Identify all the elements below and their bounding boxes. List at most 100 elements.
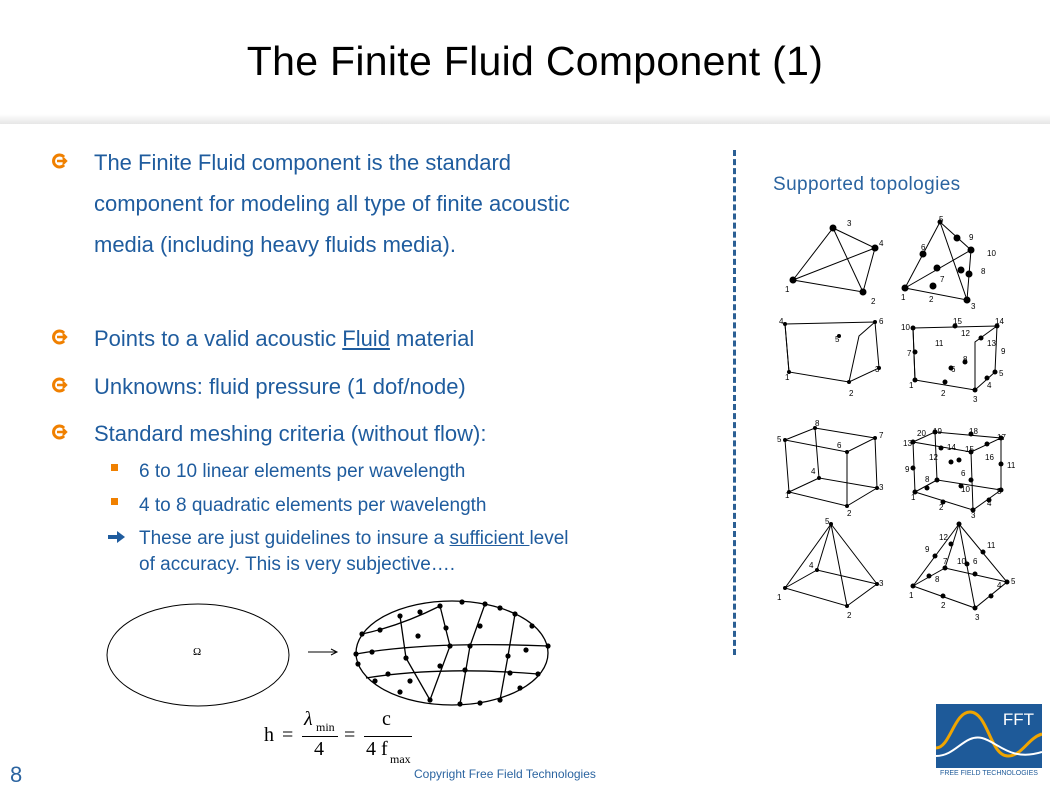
- copyright-text: Copyright Free Field Technologies: [414, 767, 596, 781]
- svg-text:11: 11: [935, 339, 944, 348]
- svg-text:6: 6: [879, 317, 884, 326]
- topologies-title: Supported topologies: [773, 174, 961, 195]
- sufficient-link[interactable]: sufficient: [449, 528, 530, 549]
- svg-text:4: 4: [987, 499, 992, 508]
- bullet-text-line: component for modeling all type of finit…: [94, 191, 570, 216]
- transform-arrow-icon: [330, 648, 339, 656]
- slide-title: The Finite Fluid Component (1): [246, 38, 824, 84]
- svg-text:9: 9: [969, 233, 974, 242]
- svg-text:4: 4: [879, 239, 884, 248]
- svg-text:12: 12: [961, 329, 970, 338]
- svg-text:9: 9: [1001, 347, 1006, 356]
- svg-text:7: 7: [907, 349, 912, 358]
- svg-text:8: 8: [935, 575, 940, 584]
- fluid-link[interactable]: Fluid: [342, 326, 390, 351]
- svg-text:12: 12: [939, 533, 948, 542]
- svg-text:2: 2: [941, 601, 946, 610]
- svg-text:2: 2: [847, 509, 852, 518]
- svg-text:1: 1: [785, 285, 790, 294]
- bullet-text: Points to a valid acoustic Fluid materia…: [94, 318, 474, 359]
- bullet-text-line: The Finite Fluid component is the standa…: [94, 150, 512, 175]
- svg-text:2: 2: [871, 297, 876, 306]
- svg-text:5: 5: [835, 335, 840, 344]
- svg-text:1: 1: [901, 293, 906, 302]
- svg-text:4: 4: [987, 381, 992, 390]
- svg-text:7: 7: [943, 557, 948, 566]
- bullet-text-prefix: Points to a valid acoustic: [94, 326, 343, 351]
- svg-text:7: 7: [940, 275, 945, 284]
- note-suffix: level: [529, 528, 569, 549]
- bullet-text-line: media (including heavy fluids media).: [94, 232, 456, 257]
- logo-subtitle: FREE FIELD TECHNOLOGIES: [940, 770, 1038, 777]
- svg-text:3: 3: [973, 395, 978, 404]
- bullet-text-suffix: material: [389, 326, 475, 351]
- svg-text:6: 6: [837, 441, 842, 450]
- bullet-text: Standard meshing criteria (without flow)…: [94, 421, 487, 446]
- formula-four-f: 4 f: [366, 738, 388, 760]
- svg-text:8: 8: [925, 475, 930, 484]
- circle-arrow-icon: [52, 153, 68, 169]
- svg-text:1: 1: [909, 591, 914, 600]
- formula-c: c: [382, 708, 391, 730]
- svg-text:5: 5: [997, 487, 1002, 496]
- svg-text:15: 15: [953, 317, 962, 326]
- svg-text:1: 1: [911, 493, 916, 502]
- svg-text:13: 13: [903, 439, 912, 448]
- svg-text:14: 14: [947, 443, 956, 452]
- svg-text:5: 5: [825, 517, 830, 526]
- svg-text:15: 15: [965, 445, 974, 454]
- circle-arrow-icon: [52, 329, 68, 345]
- formula-equals-2: =: [344, 724, 356, 746]
- svg-text:1: 1: [785, 491, 790, 500]
- domain-symbol: Ω: [193, 646, 201, 658]
- svg-text:2: 2: [941, 389, 946, 398]
- mesh-nodes: [353, 599, 551, 707]
- circle-arrow-icon: [52, 424, 68, 440]
- svg-text:2: 2: [847, 611, 852, 620]
- svg-text:3: 3: [847, 219, 852, 228]
- svg-text:16: 16: [985, 453, 994, 462]
- formula-equals: =: [282, 724, 294, 746]
- svg-text:5: 5: [1011, 577, 1015, 586]
- slide-number: 8: [10, 762, 23, 787]
- svg-text:3: 3: [975, 613, 980, 622]
- svg-text:1: 1: [785, 373, 790, 382]
- svg-text:6: 6: [951, 365, 956, 374]
- svg-text:5: 5: [939, 215, 944, 224]
- bullet-text: Unknowns: fluid pressure (1 dof/node): [94, 374, 466, 399]
- svg-text:9: 9: [925, 545, 930, 554]
- right-arrow-icon: [108, 531, 125, 543]
- svg-text:14: 14: [995, 317, 1004, 326]
- svg-text:9: 9: [905, 465, 910, 474]
- svg-text:20: 20: [917, 429, 926, 438]
- svg-text:13: 13: [987, 339, 996, 348]
- logo-box: FFT: [936, 704, 1042, 768]
- note-prefix: These are just guidelines to insure a: [139, 528, 450, 549]
- svg-text:8: 8: [963, 355, 968, 364]
- svg-text:18: 18: [969, 427, 978, 436]
- svg-text:3: 3: [971, 511, 976, 520]
- svg-text:19: 19: [933, 427, 942, 436]
- circle-arrow-icon: [52, 377, 68, 393]
- svg-text:17: 17: [997, 433, 1006, 442]
- sub-bullet-text: 4 to 8 quadratic elements per wavelength: [139, 495, 487, 516]
- svg-text:4: 4: [997, 581, 1002, 590]
- svg-text:3: 3: [971, 302, 976, 311]
- svg-text:2: 2: [939, 503, 944, 512]
- svg-text:3: 3: [879, 483, 884, 492]
- svg-text:6: 6: [973, 557, 978, 566]
- formula-max: max: [390, 752, 411, 766]
- square-bullet-icon: [111, 498, 118, 505]
- svg-text:5: 5: [777, 435, 782, 444]
- slide-header: The Finite Fluid Component (1): [0, 0, 1050, 124]
- logo-wave-icon: [936, 710, 1042, 758]
- logo-text: FFT: [1002, 710, 1034, 729]
- formula-h: h: [264, 724, 274, 746]
- square-bullet-icon: [111, 464, 118, 471]
- formula-min: min: [316, 720, 335, 734]
- svg-text:11: 11: [1007, 461, 1015, 470]
- svg-text:3: 3: [875, 365, 880, 374]
- continuous-domain-ellipse: [106, 603, 290, 707]
- svg-text:5: 5: [999, 369, 1004, 378]
